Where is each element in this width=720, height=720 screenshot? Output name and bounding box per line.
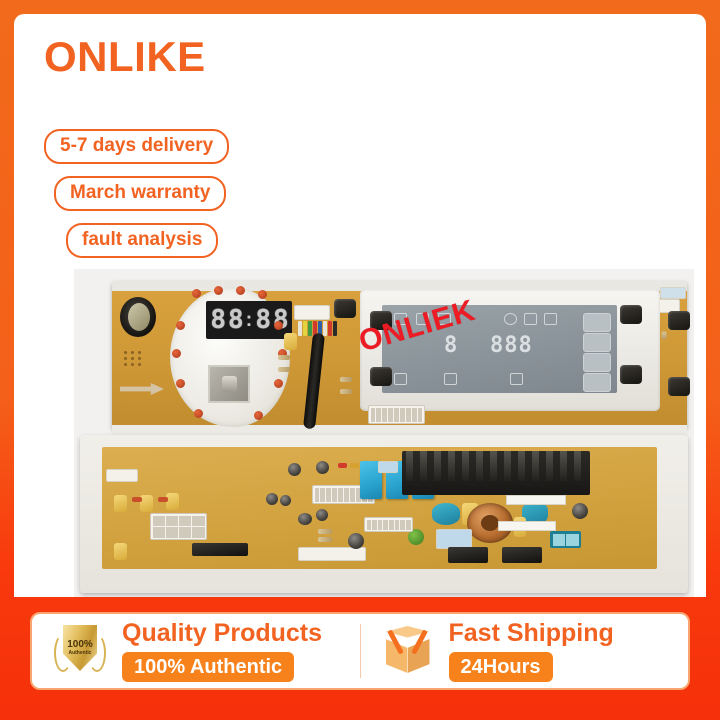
lcd-right-digits: 888 [490, 333, 533, 358]
knob-shaft-mount [208, 365, 250, 403]
lcd-display-panel: 8 888 [360, 289, 660, 411]
rotary-knob-housing: 8 8 : 8 8 [170, 286, 292, 427]
badge-row-2: March warranty [38, 176, 338, 211]
laurel-right-icon [88, 634, 106, 672]
lcd-icon-option [510, 373, 523, 385]
badge-row-3: fault analysis [38, 223, 338, 258]
lcd-button-1 [583, 313, 611, 332]
upper-connector-a [294, 305, 330, 320]
seven-segment-display: 8 8 : 8 8 [206, 301, 292, 339]
knob-shaft [222, 376, 237, 392]
seg-colon: : [245, 308, 253, 331]
power-transformer [436, 529, 472, 549]
upper-control-board: 8 8 : 8 8 [112, 281, 690, 437]
lcd-icon-wash [394, 313, 407, 325]
buzzer-component [120, 297, 156, 337]
shipping-title: Fast Shipping [448, 618, 614, 647]
badge-warranty: March warranty [54, 176, 227, 211]
banner-divider [359, 624, 361, 678]
quality-title: Quality Products [122, 618, 323, 647]
upper-pin-header [368, 405, 425, 424]
shield-authentic-word: Authentic [68, 650, 92, 656]
lower-connector-left [106, 469, 138, 482]
lcd-icon-temp [394, 373, 407, 385]
box-top-face [385, 626, 430, 638]
banner-quality-section: 100% Authentic Quality Products 100% Aut… [32, 618, 360, 682]
lcd-icon-spin [438, 313, 451, 325]
fuse-block [550, 531, 581, 548]
shipping-pill: 24Hours [448, 651, 553, 682]
lower-board-housing [80, 435, 688, 593]
product-photo: 8 8 : 8 8 [74, 269, 694, 597]
lcd-icon-rinse [416, 313, 429, 325]
quality-text-group: Quality Products 100% Authentic [122, 618, 323, 682]
board-label-model [506, 495, 566, 505]
relay-1 [360, 461, 382, 499]
trust-banner: 100% Authentic Quality Products 100% Aut… [30, 612, 690, 690]
seg-digit-3: 8 [255, 305, 271, 335]
buzzer-diaphragm [128, 303, 150, 331]
lcd-button-3 [583, 353, 611, 372]
wire-harness-sleeve [303, 332, 325, 430]
board-top-rail [112, 281, 687, 291]
authentic-shield-icon: 100% Authentic [52, 622, 108, 680]
badge-row-1: 5-7 days delivery [38, 129, 338, 164]
seg-digit-2: 8 [228, 305, 244, 335]
direction-arrow-icon [120, 383, 164, 395]
ic-chip-main [192, 543, 248, 556]
lower-terminal-block [150, 513, 207, 540]
lower-connector-mid [298, 547, 366, 561]
lcd-icon-lock [524, 313, 537, 325]
ribbon-cable [298, 321, 342, 337]
board-bottom-rail [112, 425, 687, 437]
heatsink [402, 451, 590, 495]
lcd-left-digit: 8 [444, 333, 458, 358]
quality-pill: 100% Authentic [122, 651, 295, 682]
feature-badge-list: 5-7 days delivery March warranty fault a… [38, 129, 338, 270]
lcd-icon-door [544, 313, 557, 325]
resistor-array [364, 517, 413, 532]
badge-delivery: 5-7 days delivery [44, 129, 230, 164]
lcd-button-2 [583, 333, 611, 352]
ic-chip-driver [502, 547, 542, 563]
lcd-icon-water [444, 373, 457, 385]
brand-logo: ONLIKE [44, 33, 206, 80]
box-left-face [385, 639, 408, 673]
lcd-screen: 8 888 [382, 305, 617, 393]
upper-label-sticker [660, 287, 686, 299]
banner-shipping-section: Fast Shipping 24Hours [361, 618, 689, 682]
lower-pin-header [312, 485, 375, 504]
seg-digit-1: 8 [210, 305, 226, 335]
shipping-box-icon [381, 623, 435, 679]
ic-chip-power [448, 547, 488, 563]
lcd-button-4 [583, 373, 611, 392]
board-label-spec [498, 521, 556, 531]
white-content-card: ONLIKE 5-7 days delivery March warranty … [14, 14, 706, 597]
shield-percent: 100% [67, 639, 93, 650]
badge-fault-analysis: fault analysis [66, 223, 219, 258]
shipping-text-group: Fast Shipping 24Hours [448, 618, 614, 682]
speaker-grille [124, 351, 154, 369]
lower-main-pcb [102, 447, 657, 569]
lcd-icon-clock [504, 313, 517, 325]
